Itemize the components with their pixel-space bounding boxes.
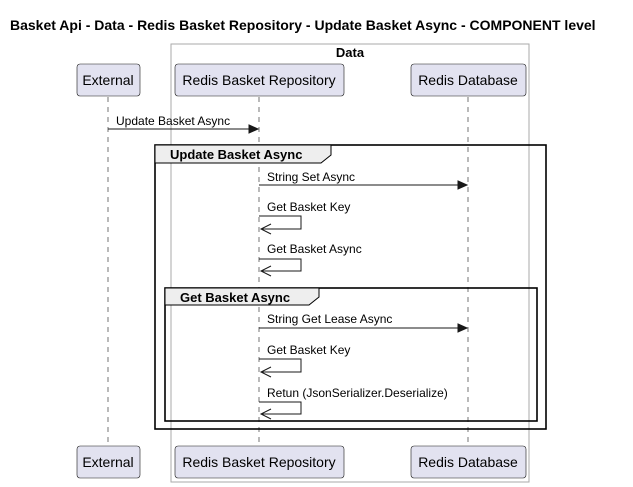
message-label: String Get Lease Async	[267, 312, 392, 326]
message-label: String Set Async	[267, 170, 355, 184]
participant-label: External	[82, 454, 133, 470]
message-label: Get Basket Async	[267, 242, 362, 256]
message-label: Retun (JsonSerializer.Deserialize)	[267, 386, 448, 400]
message-get-basket-key-2: Get Basket Key	[259, 343, 350, 378]
participant-label: Redis Database	[418, 454, 518, 470]
message-label: Get Basket Key	[267, 343, 350, 357]
participant-label: Redis Database	[418, 72, 518, 88]
participant-redis-database-top: Redis Database	[410, 63, 527, 97]
participant-label: Redis Basket Repository	[182, 72, 335, 88]
participant-external-bottom: External	[76, 445, 141, 479]
message-get-basket-async: Get Basket Async	[259, 242, 362, 277]
participant-label: Redis Basket Repository	[182, 454, 335, 470]
message-string-get-lease-async: String Get Lease Async	[259, 312, 469, 333]
group-update-basket-async: Update Basket Async	[154, 144, 547, 430]
message-return-deserialize: Retun (JsonSerializer.Deserialize)	[259, 386, 448, 420]
participant-label: External	[82, 72, 133, 88]
participant-external-top: External	[76, 63, 141, 97]
participant-redis-database-bottom: Redis Database	[410, 445, 527, 479]
participant-redis-basket-repository-bottom: Redis Basket Repository	[174, 445, 345, 479]
message-string-set-async: String Set Async	[259, 170, 469, 190]
participant-redis-basket-repository-top: Redis Basket Repository	[174, 63, 345, 97]
message-update-basket-async: Update Basket Async	[108, 114, 260, 134]
diagram-title: Basket Api - Data - Redis Basket Reposit…	[10, 17, 596, 33]
message-label: Update Basket Async	[116, 114, 230, 128]
group-get-basket-async: Get Basket Async	[164, 287, 538, 422]
group-label: Get Basket Async	[180, 290, 290, 305]
group-label: Update Basket Async	[170, 147, 302, 162]
message-label: Get Basket Key	[267, 200, 350, 214]
message-get-basket-key: Get Basket Key	[259, 200, 350, 235]
data-box-label: Data	[336, 45, 365, 60]
data-box	[170, 43, 530, 483]
